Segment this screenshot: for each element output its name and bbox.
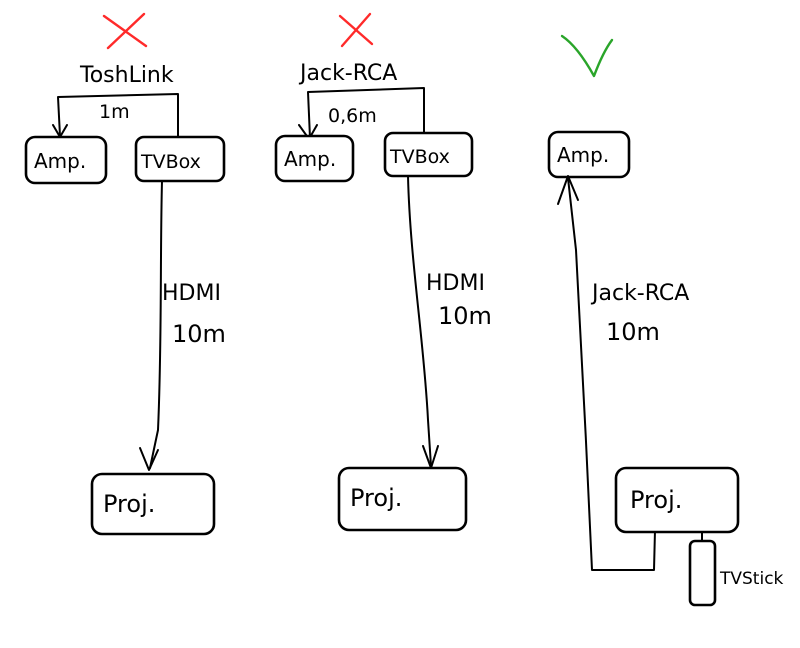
video-length-label: 10m bbox=[172, 320, 226, 348]
cross-mark-icon bbox=[338, 12, 374, 48]
video-cable bbox=[149, 180, 163, 469]
check-mark-icon bbox=[560, 34, 614, 78]
tvbox-label: TVBox bbox=[140, 151, 201, 173]
setup-3: Amp. Jack-RCA 10m Proj. TVStick bbox=[547, 34, 784, 607]
audio-cable bbox=[307, 87, 425, 139]
projector-device: Proj. bbox=[90, 472, 216, 536]
setup-1: ToshLink 1m Amp. TVBox HDMI 10m Proj. bbox=[24, 12, 226, 536]
tvbox-device: TVBox bbox=[383, 131, 474, 178]
audio-length-label: 1m bbox=[99, 101, 130, 123]
amp-label: Amp. bbox=[284, 147, 336, 171]
video-length-label: 10m bbox=[438, 302, 492, 330]
audio-cable bbox=[567, 177, 656, 571]
video-cable bbox=[407, 175, 432, 467]
projector-label: Proj. bbox=[630, 486, 682, 514]
audio-cable bbox=[57, 93, 179, 138]
amp-device: Amp. bbox=[24, 135, 108, 185]
amp-label: Amp. bbox=[557, 143, 609, 167]
projector-device: Proj. bbox=[337, 466, 468, 532]
projector-label: Proj. bbox=[103, 490, 155, 518]
audio-cable-label: ToshLink bbox=[79, 63, 174, 88]
amp-device: Amp. bbox=[274, 134, 355, 183]
amp-label: Amp. bbox=[34, 149, 86, 173]
cross-mark-icon bbox=[102, 12, 148, 50]
projector-label: Proj. bbox=[350, 484, 402, 512]
audio-length-label: 0,6m bbox=[328, 105, 377, 127]
video-cable-label: HDMI bbox=[162, 281, 221, 306]
audio-length-label: 10m bbox=[606, 318, 660, 346]
tvstick-device: TVStick bbox=[688, 531, 784, 607]
audio-cable-label: Jack-RCA bbox=[298, 61, 397, 86]
tvstick-label: TVStick bbox=[719, 569, 784, 589]
amp-device: Amp. bbox=[547, 130, 631, 179]
video-arrowhead bbox=[139, 447, 159, 471]
audio-cable-label: Jack-RCA bbox=[590, 281, 689, 306]
tvbox-label: TVBox bbox=[389, 146, 450, 168]
audio-arrowhead bbox=[557, 175, 579, 205]
setup-2: Jack-RCA 0,6m Amp. TVBox HDMI 10m Proj. bbox=[274, 12, 492, 532]
tvbox-device: TVBox bbox=[134, 135, 226, 183]
video-cable-label: HDMI bbox=[426, 271, 485, 296]
projector-device: Proj. bbox=[614, 466, 740, 534]
